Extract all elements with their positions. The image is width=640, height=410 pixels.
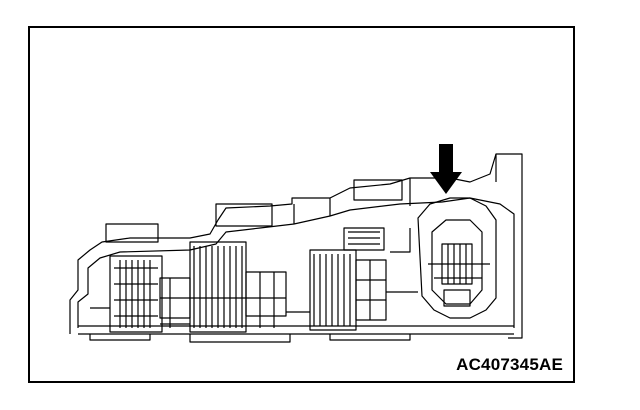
- clutch-pack-left: [109, 255, 163, 333]
- highlighted-component: [417, 197, 497, 319]
- top-step-line: [293, 154, 497, 224]
- planetary-gear-center: [159, 241, 287, 333]
- flange-block-left: [105, 223, 159, 243]
- flange-block-right: [353, 179, 403, 201]
- housing-outline: [69, 153, 523, 339]
- transmission-cross-section-drawing: [69, 144, 523, 343]
- figure-id-label: AC407345AE: [456, 355, 563, 374]
- clutch-pack-right: [309, 227, 387, 331]
- internal-passages: [90, 228, 418, 325]
- bottom-contour: [89, 334, 411, 343]
- main-shaft: [78, 325, 514, 335]
- figure-frame: AC407345AE: [28, 26, 575, 383]
- flange-block-mid: [215, 203, 273, 227]
- down-arrow-icon: [430, 144, 462, 194]
